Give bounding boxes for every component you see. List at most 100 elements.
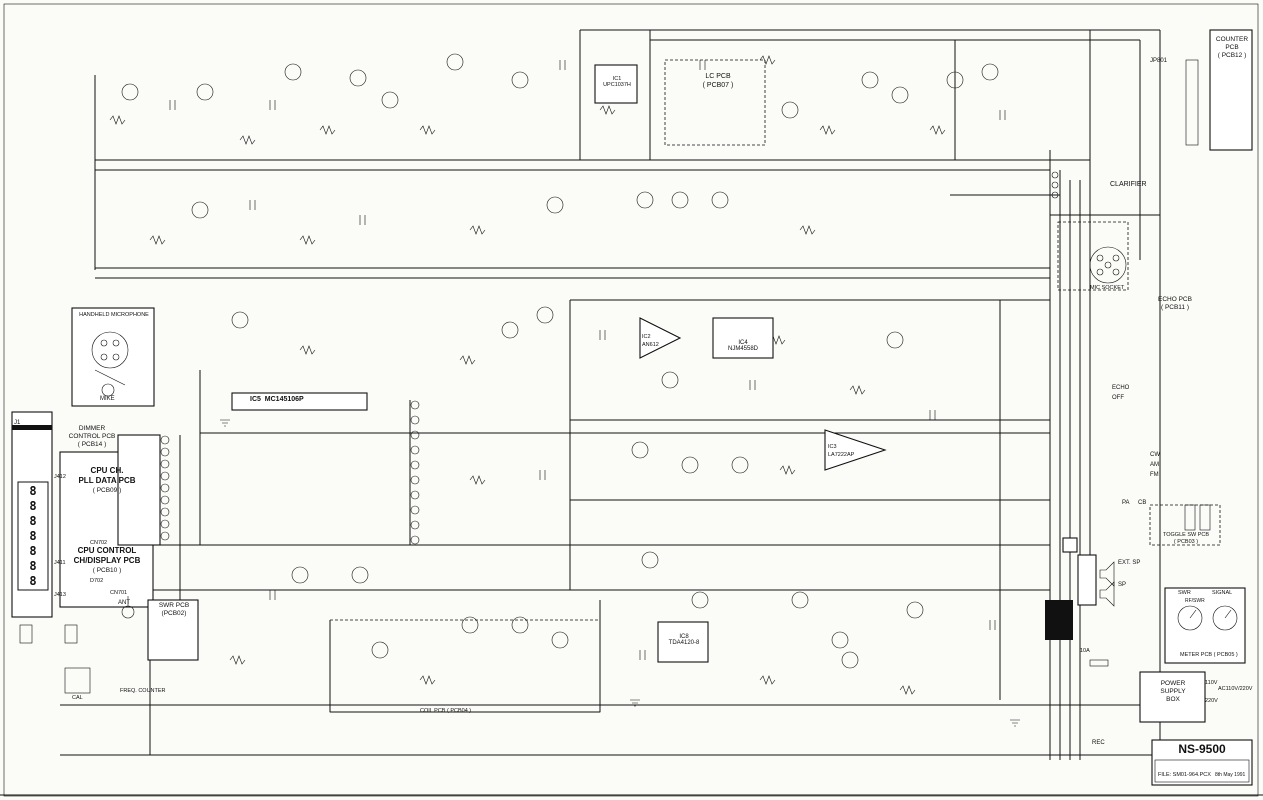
psu-line1: POWER xyxy=(1160,680,1186,687)
digit: 8 xyxy=(29,484,37,498)
digit: 8 xyxy=(29,499,37,513)
toggle-title: TOGGLE SW PCB xyxy=(1162,532,1210,538)
mic-socket-label: MIC SOCKET xyxy=(1090,285,1125,291)
echo-switch-label: ECHO xyxy=(1112,385,1130,391)
cb-label: CB xyxy=(1138,500,1147,506)
cal-label: CAL xyxy=(72,695,83,701)
swr-sub: (PCB02) xyxy=(161,610,187,617)
ic8-ref: IC8 xyxy=(679,634,689,640)
ic8-part: TDA4120-8 xyxy=(668,640,700,646)
file-line: FILE: SM01-964.PCX xyxy=(1158,772,1211,778)
ic1-label: IC1 UPC1037H xyxy=(597,76,637,88)
date-line: 8th May 1991 xyxy=(1215,772,1246,778)
sp-label: SP xyxy=(1118,582,1127,588)
ic4-part: NJM4558D xyxy=(727,346,758,352)
ic2-ref: IC2 xyxy=(642,334,651,340)
dimmer-connector: J1 xyxy=(14,420,21,426)
ic-bodies xyxy=(231,64,887,663)
meter-swr-label: SWR xyxy=(1178,590,1191,596)
psu-line2: SUPPLY xyxy=(1160,688,1186,695)
connector-pins xyxy=(160,171,1059,545)
fuse-icon xyxy=(1089,659,1109,667)
power-supply-label: POWER SUPPLY BOX xyxy=(1143,680,1203,704)
fm-label: FM xyxy=(1150,472,1159,478)
dimmer-pcb-label: DIMMER CONTROL PCB ( PCB14 ) xyxy=(58,425,126,449)
am-label: AM xyxy=(1150,462,1159,468)
ic2-label: IC2 xyxy=(642,334,651,340)
cpu-pll-line1: CPU CH. xyxy=(90,466,124,475)
model-title: NS-9500 xyxy=(1178,742,1226,756)
vertical-lines xyxy=(94,30,1161,760)
ant-label: ANT xyxy=(118,600,130,606)
ic5-part: MC145106P xyxy=(264,396,304,403)
connector-j412: J412 xyxy=(54,474,66,480)
psu-line3: BOX xyxy=(1166,696,1180,703)
ic5-label: IC5 MC145106P xyxy=(250,396,304,403)
rec-label: REC xyxy=(1092,740,1105,746)
swr-title: SWR PCB xyxy=(158,602,190,609)
cpu-ctrl-line2: CH/DISPLAY PCB xyxy=(73,556,141,565)
echo-off-label: OFF xyxy=(1112,395,1124,401)
cpu-ctrl-line3: ( PCB10 ) xyxy=(92,567,122,574)
mic-socket xyxy=(1089,246,1127,284)
bus-lines xyxy=(60,29,1160,756)
psu-ac-label: AC110V/220V xyxy=(1218,686,1253,692)
ic2-part: AN612 xyxy=(642,342,659,348)
meter-signal-label: SIGNAL xyxy=(1212,590,1233,596)
connector-cn702: CN702 xyxy=(90,540,108,546)
switch-blocks xyxy=(19,504,1211,694)
digit: 8 xyxy=(29,529,37,543)
connector-j413: J413 xyxy=(54,592,66,598)
digit: 8 xyxy=(29,574,37,588)
psu-110v: 110V xyxy=(1205,680,1218,686)
counter-pcb-label: COUNTER PCB ( PCB12 ) xyxy=(1212,36,1252,60)
digit: 8 xyxy=(29,514,37,528)
ic4-ref: IC4 xyxy=(738,340,748,346)
ic3-ref: IC3 xyxy=(828,444,837,450)
fuse-label: 10A xyxy=(1080,648,1090,654)
pa-label: PA xyxy=(1122,500,1130,506)
antenna-icon xyxy=(121,596,135,619)
cpu-control-label: CPU CONTROL CH/DISPLAY PCB ( PCB10 ) xyxy=(62,546,152,576)
cpu-pll-line2: PLL DATA PCB xyxy=(78,476,136,485)
clarifier-label: CLARIFIER xyxy=(1110,181,1147,188)
ic8-label: IC8 TDA4120-8 xyxy=(660,634,708,646)
ic5-ref: IC5 xyxy=(250,396,261,403)
dimmer-line3: ( PCB14 ) xyxy=(77,441,107,448)
dimmer-line1: DIMMER xyxy=(78,425,106,432)
mike-caption: MIKE xyxy=(100,396,115,402)
cpu-pll-label: CPU CH. PLL DATA PCB ( PCB09 ) xyxy=(62,466,152,496)
ic1-ref: IC1 xyxy=(612,76,622,82)
toggle-sub: ( PCB03 ) xyxy=(1173,539,1199,545)
freq-counter-label: FREQ. COUNTER xyxy=(120,688,166,694)
counter-line2: PCB xyxy=(1225,44,1239,51)
seven-seg-digits: 8 8 8 8 8 8 8 xyxy=(20,484,46,589)
swr-pcb-label: SWR PCB (PCB02) xyxy=(152,602,196,618)
resistors xyxy=(109,55,946,695)
cpu-pll-line3: ( PCB09 ) xyxy=(92,487,122,494)
counter-line3: ( PCB12 ) xyxy=(1217,52,1247,59)
right-terminal-blocks xyxy=(1045,537,1097,640)
handheld-mic-title: HANDHELD MICROPHONE xyxy=(79,312,149,318)
lc-pcb-label: LC PCB ( PCB07 ) xyxy=(688,72,748,90)
capacitors xyxy=(169,60,1006,660)
d702-label: D702 xyxy=(90,578,104,584)
dimmer-line2: CONTROL PCB xyxy=(68,433,116,440)
seven-seg-display xyxy=(17,481,49,591)
component-symbols xyxy=(121,53,999,669)
echo-pcb-label: ECHO PCB ( PCB11 ) xyxy=(1145,296,1205,312)
meter-pcb-label: METER PCB ( PCB05 ) xyxy=(1180,652,1238,658)
ic3-part: LA7222AP xyxy=(828,452,855,458)
speaker-icon xyxy=(1099,561,1115,607)
ext-sp-label: EXT. SP xyxy=(1118,560,1141,566)
counter-connector: JP801 xyxy=(1150,58,1168,64)
handheld-mic-drawing xyxy=(91,331,129,397)
sub-boards xyxy=(11,29,1253,786)
meter-rfswr-label: RF/SWR xyxy=(1185,598,1205,604)
ground-icon xyxy=(220,419,1020,727)
digit: 8 xyxy=(29,559,37,573)
ic1-part: UPC1037H xyxy=(603,82,631,88)
ic4-label: IC4 NJM4558D xyxy=(716,340,770,352)
counter-line1: COUNTER xyxy=(1215,36,1249,43)
